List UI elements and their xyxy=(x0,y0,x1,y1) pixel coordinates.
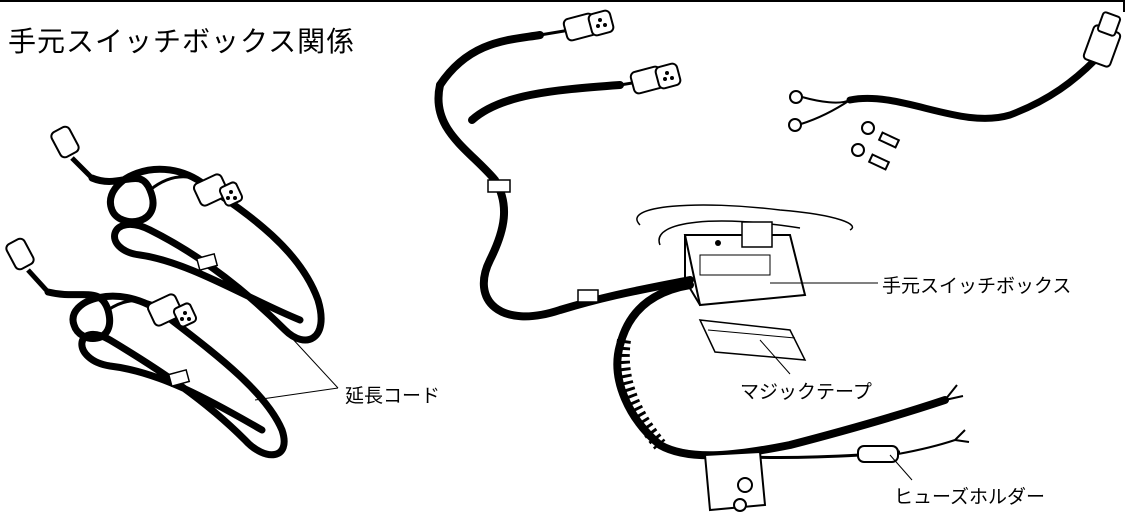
page-title: 手元スイッチボックス関係 xyxy=(8,25,356,58)
power-cable-with-lugs xyxy=(788,11,1122,171)
extension-cord-2 xyxy=(5,237,288,459)
top-border xyxy=(0,0,1125,2)
switch-box-harness xyxy=(434,9,970,512)
extension-cord-label: 延長コード xyxy=(345,385,441,407)
leader-line-velcro xyxy=(759,339,791,375)
velcro-tape xyxy=(698,319,807,361)
leader-line-fuse xyxy=(889,454,913,481)
right-border-tick xyxy=(1123,0,1125,12)
velcro-tape-label: マジックテープ xyxy=(740,381,872,403)
fuse-holder-label: ヒューズホルダー xyxy=(894,486,1046,508)
extension-cord-1 xyxy=(50,125,325,344)
leader-line-extension-2 xyxy=(254,387,339,401)
switch-box-label: 手元スイッチボックス xyxy=(882,275,1072,297)
leader-line-extension-1 xyxy=(289,335,339,389)
